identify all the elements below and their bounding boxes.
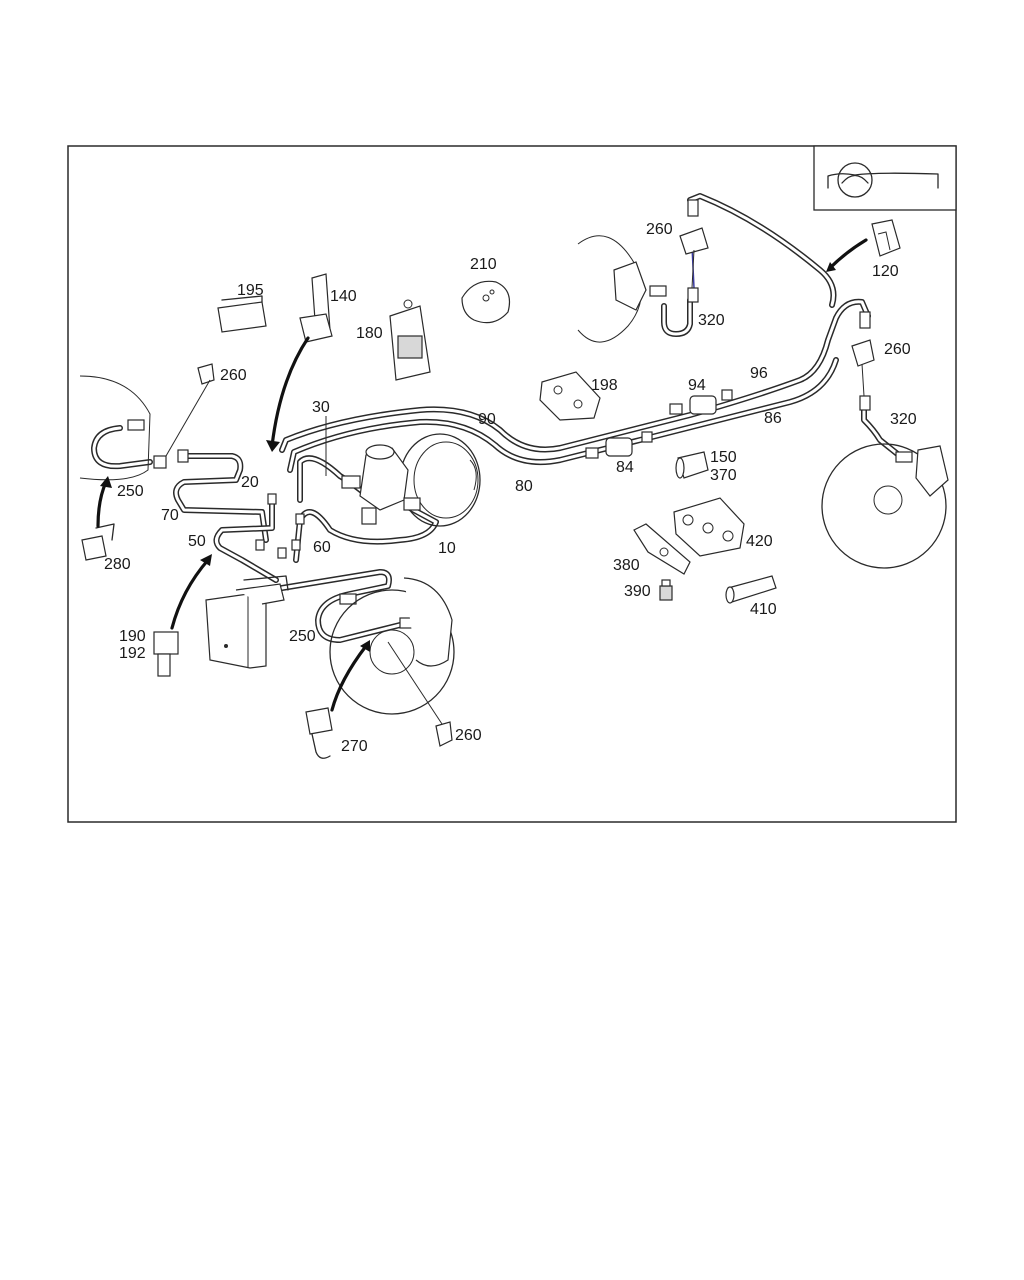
- pipe-connector-94: [689, 395, 717, 415]
- callout-arrows: [96, 238, 868, 712]
- pipe-connector-84: [605, 437, 633, 457]
- label-90: 90: [478, 411, 496, 428]
- label-94: 94: [688, 377, 706, 394]
- label-120: 120: [872, 263, 899, 280]
- brake-caliper-part: [539, 371, 601, 421]
- abs-hydraulic-unit: [205, 575, 289, 669]
- master-cylinder: [341, 444, 421, 525]
- damper-block: [673, 497, 745, 557]
- sleeve-part: [675, 451, 709, 479]
- label-180: 180: [356, 325, 383, 342]
- label-270: 270: [341, 738, 368, 755]
- spacer-sleeve: [725, 575, 777, 604]
- mounting-bracket: [389, 299, 431, 381]
- brake-system-logo-icon: [813, 145, 957, 211]
- label-260-right: 260: [884, 341, 911, 358]
- label-420: 420: [746, 533, 773, 550]
- label-96: 96: [750, 365, 768, 382]
- label-370: 370: [710, 467, 737, 484]
- holder-bracket-260: [197, 227, 875, 747]
- label-260-top: 260: [646, 221, 673, 238]
- label-380: 380: [613, 557, 640, 574]
- label-50: 50: [188, 533, 206, 550]
- front-left-brake-disc: [79, 375, 151, 481]
- label-70: 70: [161, 507, 179, 524]
- brake-booster: [399, 433, 481, 527]
- label-84: 84: [616, 459, 634, 476]
- label-20: 20: [241, 474, 259, 491]
- holding-bracket: [633, 523, 691, 575]
- label-320-top: 320: [698, 312, 725, 329]
- label-280: 280: [104, 556, 131, 573]
- label-198: 198: [591, 377, 618, 394]
- label-192: 192: [119, 645, 146, 662]
- rear-left-brake-disc: [577, 235, 647, 343]
- part-number-labels: 10 20 30 50 60 70 80 84 86 90 94 96 120 …: [104, 221, 917, 755]
- label-60: 60: [313, 539, 331, 556]
- sensor-bracket: [299, 273, 333, 343]
- label-30: 30: [312, 399, 330, 416]
- diagram-frame: [67, 145, 957, 823]
- sensor-block: [217, 295, 267, 333]
- label-195: 195: [237, 282, 264, 299]
- label-210: 210: [470, 256, 497, 273]
- label-86: 86: [764, 410, 782, 427]
- label-10: 10: [438, 540, 456, 557]
- speed-sensor-190: [153, 631, 179, 677]
- cover-plate: [461, 280, 511, 324]
- front-right-brake-disc: [329, 577, 455, 715]
- label-250-left: 250: [117, 483, 144, 500]
- label-260-left: 260: [220, 367, 247, 384]
- label-260-bottom: 260: [455, 727, 482, 744]
- label-390: 390: [624, 583, 651, 600]
- speed-sensor-270: [305, 707, 333, 759]
- label-140: 140: [330, 288, 357, 305]
- label-190: 190: [119, 628, 146, 645]
- speed-sensor-280: [81, 523, 115, 561]
- leader-lines: [165, 249, 865, 725]
- label-80: 80: [515, 478, 533, 495]
- label-410: 410: [750, 601, 777, 618]
- rear-right-brake-disc: [821, 443, 949, 569]
- label-320-right: 320: [890, 411, 917, 428]
- label-150: 150: [710, 449, 737, 466]
- pipe-fittings: [127, 199, 913, 629]
- clip-part: [871, 219, 901, 257]
- bleed-plug: [659, 579, 673, 601]
- label-250-front: 250: [289, 628, 316, 645]
